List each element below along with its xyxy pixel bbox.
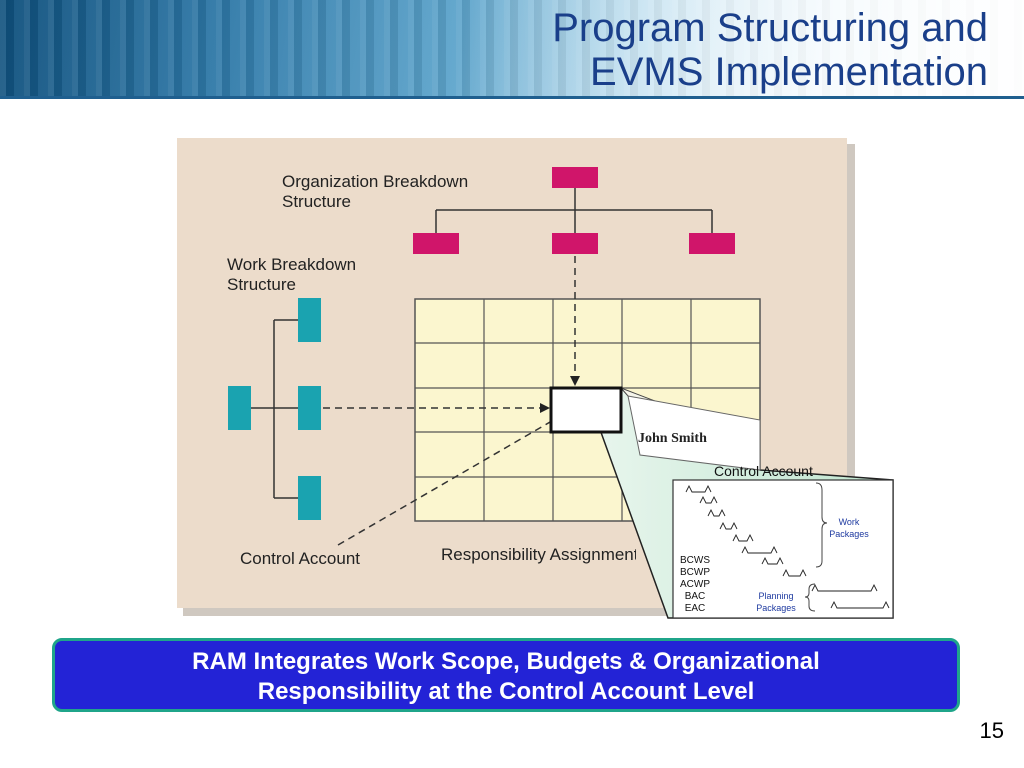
milestone-bar bbox=[699, 495, 718, 504]
control-account-label: Control Account bbox=[240, 549, 360, 568]
obs-label-line1: Organization Breakdown bbox=[282, 172, 468, 191]
control-account-cell bbox=[549, 386, 623, 434]
metric-acwp: ACWP bbox=[680, 579, 710, 590]
wbs-label-line1: Work Breakdown bbox=[227, 255, 356, 274]
summary-callout-line2: Responsibility at the Control Account Le… bbox=[257, 678, 755, 705]
milestone-bar bbox=[782, 568, 807, 577]
detail-title: Control Account bbox=[714, 463, 813, 479]
milestone-bar bbox=[811, 583, 878, 592]
planning-packages-brace bbox=[804, 583, 816, 612]
work-packages-label-line2: Packages bbox=[829, 529, 869, 539]
work-package-milestones bbox=[685, 484, 890, 609]
page-title: Program Structuring and EVMS Implementat… bbox=[552, 6, 988, 94]
page-title-line1: Program Structuring and bbox=[552, 6, 988, 50]
banner-underline bbox=[0, 96, 1024, 99]
planning-packages-label-line1: Planning bbox=[758, 591, 793, 601]
ram-label-clip: Responsibility Assignment Matrix bbox=[441, 545, 690, 564]
wbs-label-line2: Structure bbox=[227, 275, 296, 294]
milestone-bar bbox=[741, 545, 778, 554]
work-packages-label-line1: Work bbox=[839, 517, 860, 527]
header-banner bbox=[0, 0, 1024, 99]
wbs-box-middle bbox=[298, 386, 321, 430]
obs-box-right bbox=[689, 233, 735, 254]
banner-fade bbox=[0, 0, 1024, 99]
person-card bbox=[627, 395, 761, 471]
milestone-bar bbox=[830, 600, 890, 609]
person-name: John Smith bbox=[638, 431, 707, 446]
metric-bcwp: BCWP bbox=[680, 567, 710, 578]
obs-tree bbox=[413, 167, 735, 254]
page-number: 15 bbox=[979, 718, 1004, 743]
summary-callout: RAM Integrates Work Scope, Budgets & Org… bbox=[52, 638, 960, 712]
page-title-line2: EVMS Implementation bbox=[590, 50, 988, 94]
wbs-box-top bbox=[298, 298, 321, 342]
milestone-bar bbox=[707, 508, 726, 517]
metric-eac: EAC bbox=[685, 603, 706, 614]
obs-label-line2: Structure bbox=[282, 192, 351, 211]
obs-box-middle bbox=[552, 233, 598, 254]
obs-box-top bbox=[552, 167, 598, 188]
metric-bac: BAC bbox=[685, 591, 706, 602]
ram-label: Responsibility Assignment Matrix bbox=[441, 545, 690, 564]
wbs-tree bbox=[228, 298, 321, 520]
milestone-bar bbox=[719, 521, 738, 530]
work-packages-brace bbox=[815, 482, 828, 568]
milestone-bar bbox=[761, 556, 784, 565]
planning-packages-label-line2: Packages bbox=[756, 603, 796, 613]
metric-bcws: BCWS bbox=[680, 555, 710, 566]
obs-box-left bbox=[413, 233, 459, 254]
summary-callout-line1: RAM Integrates Work Scope, Budgets & Org… bbox=[192, 648, 820, 675]
wbs-box-root bbox=[228, 386, 251, 430]
milestone-bar bbox=[685, 484, 712, 493]
control-account-pointer-arrow bbox=[337, 398, 590, 546]
wbs-box-bottom bbox=[298, 476, 321, 520]
milestone-bar bbox=[732, 533, 754, 542]
